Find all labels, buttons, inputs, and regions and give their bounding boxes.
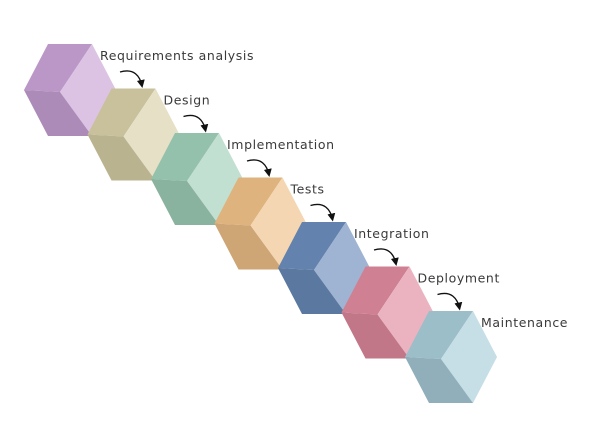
cube-bottom-face xyxy=(151,179,219,225)
stage-label-requirements-analysis: Requirements analysis xyxy=(100,48,254,63)
arrows-layer xyxy=(119,70,463,311)
stage-cube-maintenance xyxy=(405,311,497,403)
cube-bottom-face xyxy=(278,268,346,314)
flow-arrow xyxy=(119,70,145,88)
cubes-layer xyxy=(24,44,497,403)
flow-arrow xyxy=(246,159,272,177)
cube-top-face xyxy=(24,44,92,92)
cube-bottom-face xyxy=(214,223,283,270)
cube-bottom-face xyxy=(24,90,92,136)
flow-arrow xyxy=(183,114,209,133)
stage-label-integration: Integration xyxy=(354,226,429,241)
stage-label-maintenance: Maintenance xyxy=(481,315,568,330)
cube-top-face xyxy=(278,222,346,270)
cube-top-face xyxy=(405,311,473,359)
cube-top-face xyxy=(341,266,410,315)
stage-label-design: Design xyxy=(164,93,211,108)
cube-bottom-face xyxy=(341,312,410,359)
cube-top-face xyxy=(214,177,283,226)
flow-arrow xyxy=(437,292,463,311)
cube-top-face xyxy=(151,133,219,181)
cube-bottom-face xyxy=(405,357,473,403)
stage-label-implementation: Implementation xyxy=(227,137,335,152)
flow-arrow xyxy=(310,203,336,222)
cube-top-face xyxy=(87,88,156,137)
stage-label-deployment: Deployment xyxy=(418,271,500,286)
labels-layer: Requirements analysisDesignImplementatio… xyxy=(100,48,568,330)
stage-label-tests: Tests xyxy=(290,182,325,197)
cube-bottom-face xyxy=(87,134,156,181)
cube-right-face xyxy=(441,311,497,403)
flow-arrow xyxy=(373,248,399,266)
